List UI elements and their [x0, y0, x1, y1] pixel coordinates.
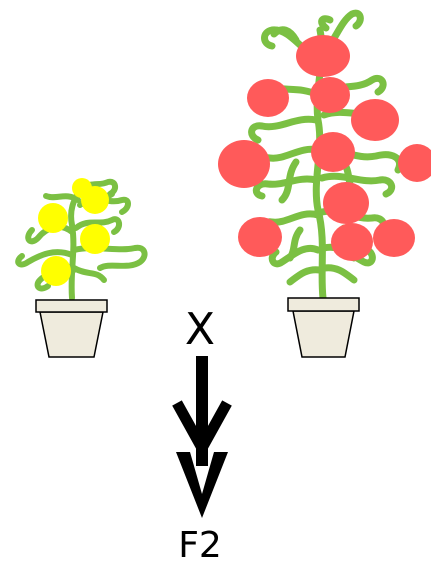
red-fruit — [218, 140, 270, 188]
red-fruit — [398, 144, 431, 182]
pot-rim — [288, 298, 359, 311]
red-fruit — [351, 99, 399, 141]
pot-rim — [36, 300, 107, 312]
yellow-fruit — [72, 178, 92, 198]
pot-body — [293, 311, 354, 357]
small-plant — [18, 178, 144, 357]
red-fruit — [310, 77, 350, 113]
small-plant-pot — [36, 300, 107, 357]
red-fruit — [331, 223, 373, 261]
large-plant-pot — [288, 298, 359, 357]
double-chevron-down-arrow-icon — [176, 356, 228, 518]
red-fruit — [323, 182, 369, 224]
offspring-generation-label: F2 — [160, 520, 240, 572]
pot-body — [40, 312, 103, 357]
red-fruit — [311, 132, 355, 172]
yellow-fruit — [41, 256, 71, 286]
red-fruit — [238, 217, 282, 257]
red-fruit — [373, 219, 415, 257]
yellow-fruit — [38, 203, 68, 233]
red-fruit — [296, 35, 350, 77]
cross-symbol-label: X — [170, 300, 230, 360]
red-fruit — [247, 79, 289, 117]
yellow-fruit — [80, 224, 110, 254]
large-plant — [218, 13, 431, 357]
